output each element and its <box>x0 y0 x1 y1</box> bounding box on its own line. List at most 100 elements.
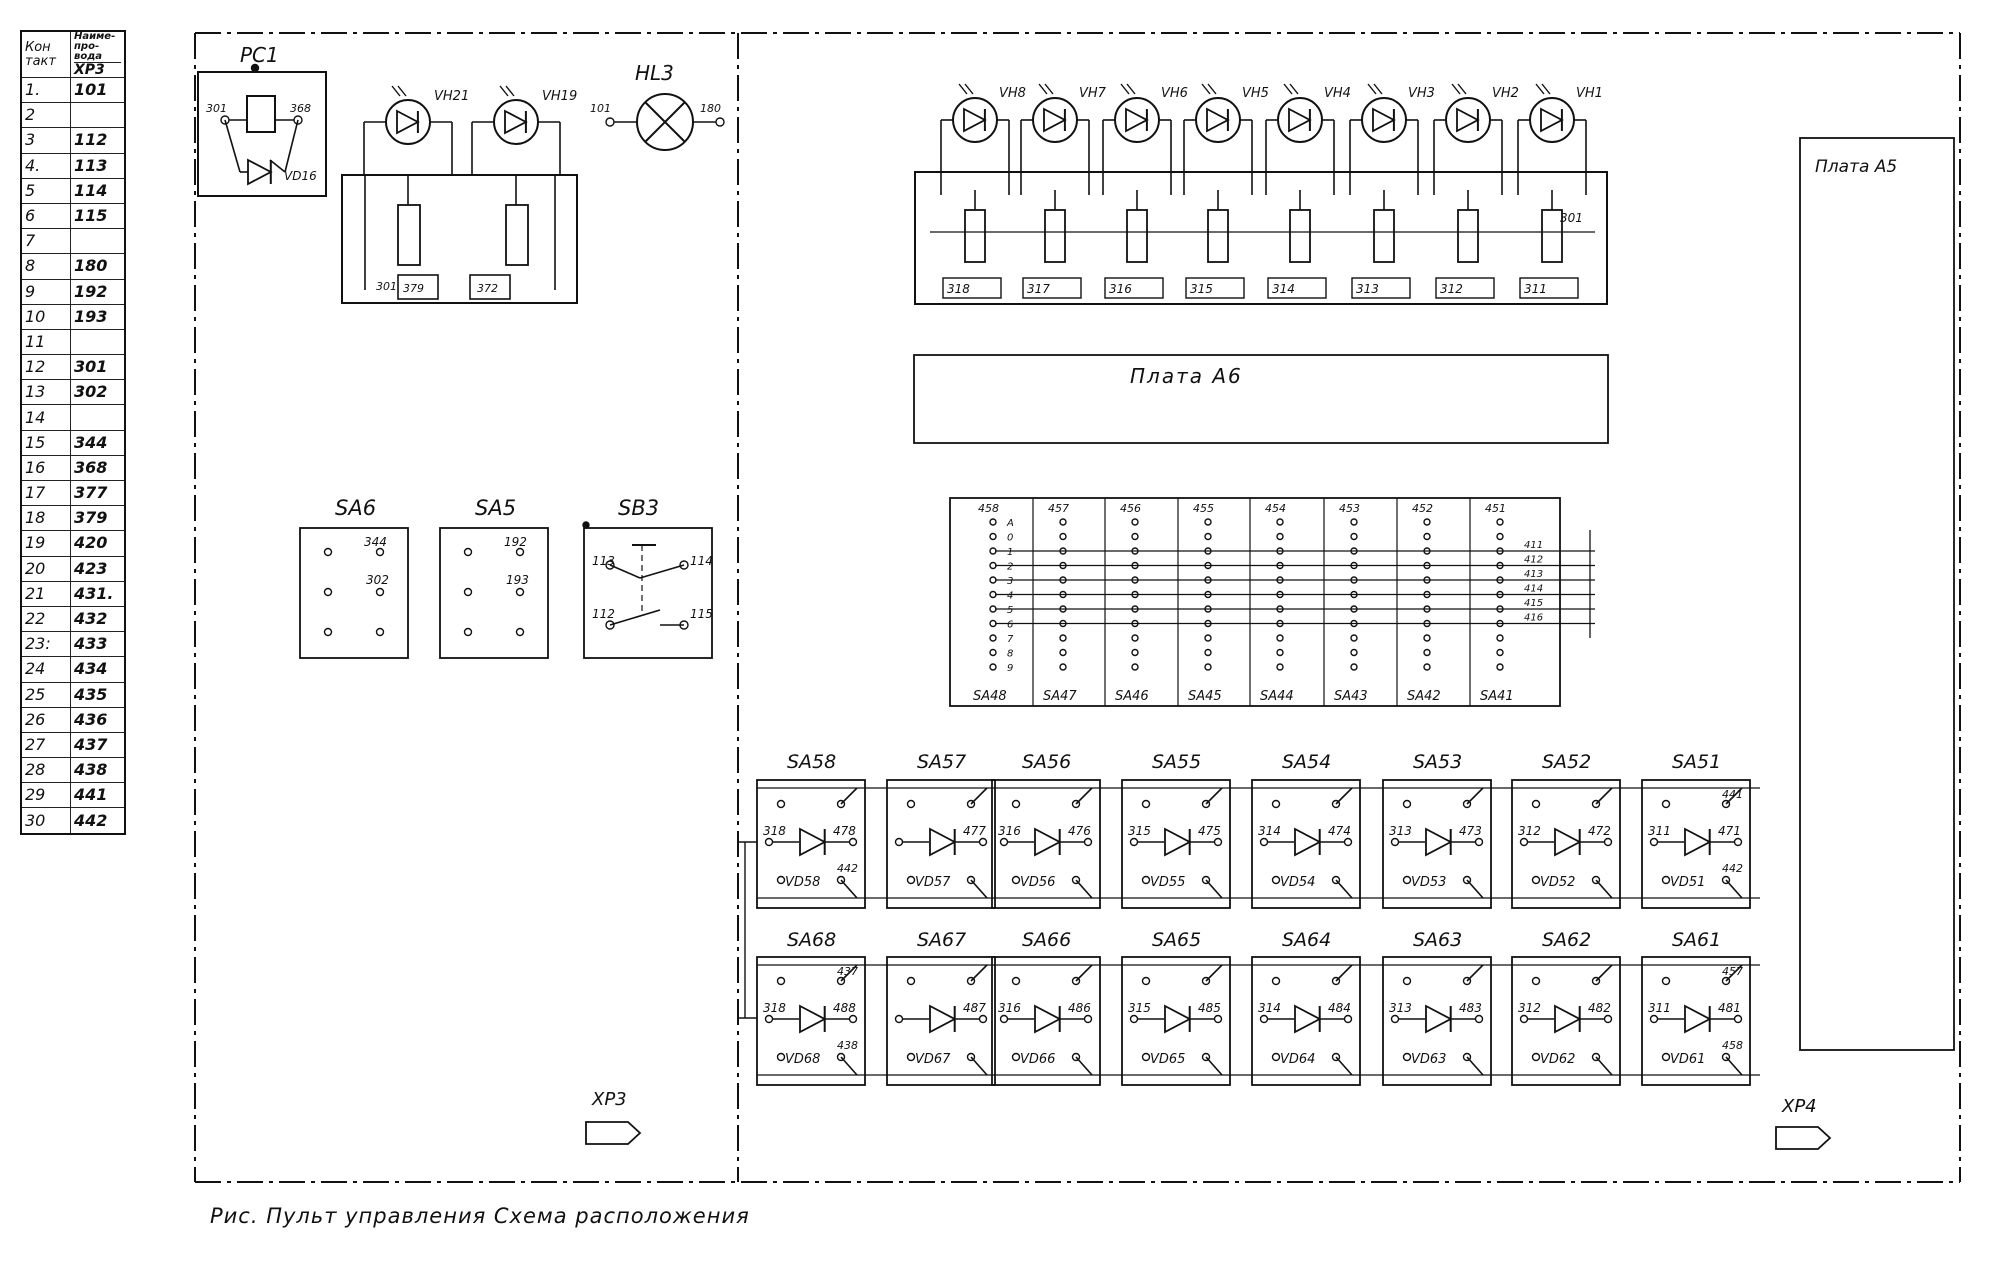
wire <box>958 83 968 95</box>
row-label: 7 <box>1007 634 1014 645</box>
pin-label: 315 <box>1128 824 1151 838</box>
terminal <box>1011 1052 1021 1062</box>
pin-label: 414 <box>1524 584 1543 595</box>
pin-label: 311 <box>1524 282 1547 296</box>
diode-icon <box>1043 107 1067 133</box>
wire <box>1595 964 1613 982</box>
terminal <box>1129 837 1139 847</box>
wire-number: 441 <box>70 782 126 809</box>
terminal <box>1402 875 1412 885</box>
pin-label: 316 <box>998 824 1021 838</box>
pin-label: 481 <box>1718 1001 1741 1015</box>
terminal <box>1733 1014 1743 1024</box>
pin-label: 475 <box>1198 824 1221 838</box>
pin-label: 415 <box>1524 598 1543 609</box>
table-row: 2 <box>20 102 126 129</box>
pin-label: 413 <box>1524 569 1543 580</box>
board-a6-label: Плата А6 <box>1130 364 1243 388</box>
switch-box <box>1382 956 1492 1086</box>
switch-label: SA41 <box>1480 689 1514 704</box>
led-label: VH6 <box>1161 86 1188 101</box>
relay-coil <box>246 95 276 133</box>
wire <box>1289 83 1299 95</box>
contact-number: 7 <box>20 228 71 255</box>
switch-contact <box>1059 663 1067 671</box>
pin-label: 344 <box>364 535 387 549</box>
switch-box <box>1641 956 1751 1086</box>
terminal <box>1519 1014 1529 1024</box>
row-label: 0 <box>1007 533 1013 544</box>
terminal <box>1083 837 1093 847</box>
switch-contact <box>1423 634 1431 642</box>
resistor <box>1044 209 1066 263</box>
diode-label: VD64 <box>1280 1052 1315 1067</box>
terminal <box>1390 1014 1400 1024</box>
pin-label: 456 <box>1120 502 1141 515</box>
wire <box>1335 879 1353 899</box>
pin-label: 313 <box>1389 824 1412 838</box>
wire <box>284 119 299 173</box>
contact-number: 21 <box>20 580 71 607</box>
terminal <box>1649 1014 1659 1024</box>
terminal <box>1390 837 1400 847</box>
wire-number: 435 <box>70 681 126 708</box>
wire <box>1075 1056 1093 1076</box>
switch-box <box>1511 779 1621 909</box>
pin-block <box>1022 277 1082 299</box>
wire-number: 368 <box>70 454 126 482</box>
switch-label: SA58 <box>787 751 836 773</box>
pin-label: 311 <box>1648 824 1671 838</box>
terminal <box>1141 1052 1151 1062</box>
switch-contact <box>1496 518 1504 526</box>
wire <box>1535 83 1545 95</box>
switch-contact <box>1131 648 1139 657</box>
wire <box>970 1056 988 1076</box>
terminal <box>1661 875 1671 885</box>
pin-block <box>469 274 511 300</box>
diode-icon <box>1034 1004 1062 1034</box>
pin-label: 316 <box>1109 282 1132 296</box>
row-label: 5 <box>1007 605 1013 616</box>
connector-label: ХР4 <box>1781 1096 1817 1117</box>
wire <box>1725 787 1743 805</box>
wire <box>1120 83 1130 95</box>
wire <box>1075 879 1093 899</box>
led-label: VH8 <box>999 86 1026 101</box>
pin-block <box>1435 277 1495 299</box>
diode-icon <box>1206 107 1230 133</box>
switch-contact <box>1059 532 1067 541</box>
pin-label: 441 <box>1722 788 1743 801</box>
pin-label: 412 <box>1524 555 1543 566</box>
pin-label: 457 <box>1722 965 1743 978</box>
pin-label: 476 <box>1068 824 1091 838</box>
switch-box <box>1511 956 1621 1086</box>
switch-contact <box>1350 518 1358 526</box>
led-icon <box>1114 97 1160 143</box>
relay-label: РС1 <box>240 43 279 67</box>
pin-label: 454 <box>1265 502 1286 515</box>
switch-contact <box>515 587 525 597</box>
led-icon <box>1277 97 1323 143</box>
wire <box>840 1056 858 1076</box>
switch-box <box>886 956 996 1086</box>
wire <box>964 83 974 95</box>
resistor <box>505 204 529 266</box>
switch-label: SA42 <box>1407 689 1441 704</box>
switch-contact <box>463 627 473 637</box>
wire <box>1335 964 1353 982</box>
terminal <box>1649 837 1659 847</box>
diode-icon <box>1294 827 1322 857</box>
pin-label: 301 <box>206 102 227 115</box>
diode-icon <box>929 827 957 857</box>
terminal <box>1343 837 1353 847</box>
led-board-a6-top <box>914 171 1608 305</box>
wire <box>1595 879 1613 899</box>
pin-label: 472 <box>1588 824 1611 838</box>
led-label: VH1 <box>1576 86 1603 101</box>
switch-label: SA62 <box>1542 929 1591 951</box>
switch-contact <box>515 547 525 557</box>
switch-label: SA46 <box>1115 689 1149 704</box>
